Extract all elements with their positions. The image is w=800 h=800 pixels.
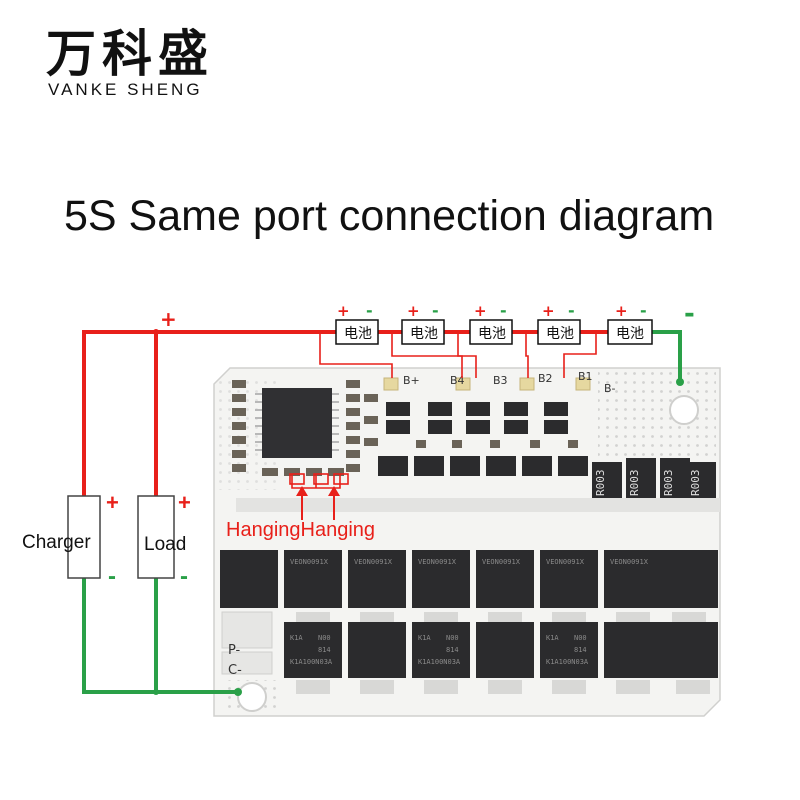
pad-label-b4: B4 — [450, 374, 465, 387]
negative-return-wire — [82, 578, 238, 694]
mosfet-mark: N00 — [446, 634, 459, 642]
positive-rail-wire — [82, 330, 336, 496]
bms-board: R003 R003 R003 R003 VEON0091X VEON0091X … — [213, 367, 721, 717]
battery-cell-1: 电池 + - — [335, 301, 379, 345]
c-minus-pad-hole — [237, 682, 267, 712]
cell-minus-sign: - — [568, 301, 575, 320]
mosfet-mark: K1A100N03A — [546, 658, 589, 666]
load-plus-sign: + — [178, 490, 191, 515]
mosfet-mark: VEON0091X — [418, 558, 457, 566]
pack-negative-wire — [652, 330, 682, 382]
cell-minus-sign: - — [366, 301, 373, 320]
charger-device: Charger + - — [22, 490, 119, 590]
cell-plus-sign: + — [407, 302, 420, 320]
battery-cell-5: 电池 + - — [607, 301, 653, 345]
battery-cell-label: 电池 — [410, 326, 438, 342]
pad-label-b1: B1 — [578, 370, 593, 383]
load-minus-sign: - — [180, 563, 188, 590]
mosfet-mark: VEON0091X — [610, 558, 649, 566]
pad-label-p-minus: P- — [228, 643, 241, 658]
battery-cell-2: 电池 + - — [401, 301, 445, 345]
mosfet-mark: K1A — [546, 634, 559, 642]
mosfet-mark: K1A — [290, 634, 303, 642]
battery-cell-4: 电池 + - — [537, 301, 581, 345]
mosfet-mark: VEON0091X — [546, 558, 585, 566]
pad-label-c-minus: C- — [228, 663, 242, 678]
mosfet-mark: N00 — [318, 634, 331, 642]
pack-minus-sign: - — [684, 299, 695, 329]
battery-cell-label: 电池 — [478, 326, 506, 342]
brand-logo-chinese: 万科盛 — [46, 25, 214, 83]
pad-label-b-plus: B+ — [403, 374, 420, 387]
resistor-mark: R003 — [594, 470, 607, 497]
mosfet-row-bottom: K1A N00 814 K1A100N03A K1A N00 814 K1A10… — [284, 622, 718, 678]
mosfet-row-top: VEON0091X VEON0091X VEON0091X VEON0091X … — [220, 550, 718, 608]
b-minus-pad-hole — [669, 395, 699, 425]
mosfet-mark: VEON0091X — [354, 558, 393, 566]
cell-minus-sign: - — [432, 301, 439, 320]
pad-label-b2: B2 — [538, 372, 553, 385]
mosfet-mark: K1A100N03A — [290, 658, 333, 666]
battery-cell-label: 电池 — [344, 326, 372, 342]
resistor-mark: R003 — [662, 470, 675, 497]
charger-label: Charger — [22, 532, 91, 553]
battery-cells: 电池 + - 电池 + - 电池 + - 电池 + - 电池 + - - — [160, 299, 695, 345]
cell-plus-sign: + — [542, 302, 555, 320]
battery-cell-label: 电池 — [546, 326, 574, 342]
rail-plus-sign: + — [160, 307, 177, 331]
resistor-mark: R003 — [628, 470, 641, 497]
load-label: Load — [144, 534, 186, 555]
diagram-title: 5S Same port connection diagram — [64, 192, 715, 240]
battery-cell-3: 电池 + - — [469, 301, 513, 345]
resistor-mark: R003 — [689, 470, 702, 497]
mosfet-mark: VEON0091X — [482, 558, 521, 566]
pad-label-b3: B3 — [493, 374, 508, 387]
charger-minus-sign: - — [108, 563, 116, 590]
mosfet-mark: 814 — [318, 646, 331, 654]
cell-plus-sign: + — [474, 302, 487, 320]
pad-label-b-minus: B- — [604, 382, 616, 395]
cell-plus-sign: + — [337, 302, 350, 320]
load-device: Load + - — [137, 490, 191, 590]
mosfet-mark: 814 — [446, 646, 459, 654]
cell-minus-sign: - — [500, 301, 507, 320]
charger-plus-sign: + — [106, 490, 119, 515]
cell-minus-sign: - — [640, 301, 647, 320]
mosfet-mark: K1A100N03A — [418, 658, 461, 666]
mosfet-mark: VEON0091X — [290, 558, 329, 566]
battery-cell-label: 电池 — [616, 326, 644, 342]
mosfet-mark: N00 — [574, 634, 587, 642]
cell-plus-sign: + — [615, 302, 628, 320]
hanging-pins-note: HangingHanging — [226, 519, 375, 541]
mosfet-mark: K1A — [418, 634, 431, 642]
protection-ic — [262, 388, 332, 458]
mosfet-mark: 814 — [574, 646, 587, 654]
shunt-resistors: R003 R003 R003 R003 — [592, 458, 716, 502]
brand-logo-english: VANKE SHENG — [48, 80, 203, 99]
